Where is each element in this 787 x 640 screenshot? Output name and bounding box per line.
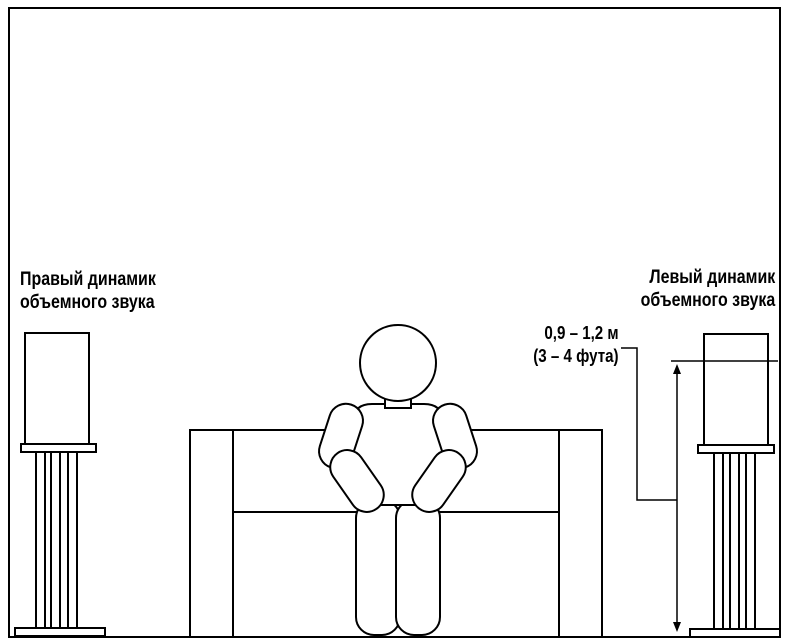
right-speaker-label-line2: объемного звука	[20, 292, 155, 313]
person-forearm-right	[411, 449, 467, 513]
left-speaker-stand-post-left	[713, 452, 724, 630]
left-speaker-label-line1: Левый динамик	[649, 267, 775, 288]
dimension-leader-line	[621, 347, 677, 501]
right-surround-speaker-label: Правый динамик объемного звука	[20, 268, 156, 314]
left-speaker-cabinet	[703, 333, 769, 446]
right-speaker-stand-top	[20, 443, 97, 453]
speaker-height-metric: 0,9 – 1,2 м	[544, 323, 619, 343]
left-speaker-label-line2: объемного звука	[640, 290, 775, 311]
right-speaker-label-line1: Правый динамик	[20, 269, 156, 290]
speaker-height-label: 0,9 – 1,2 м (3 – 4 фута)	[534, 322, 619, 368]
height-dimension	[621, 347, 778, 628]
right-speaker-cabinet	[24, 332, 90, 445]
seated-listener	[318, 324, 478, 636]
right-speaker-stand-base	[14, 627, 106, 637]
left-surround-speaker-label: Левый динамик объемного звука	[640, 266, 775, 312]
person-leg-right	[395, 499, 441, 636]
left-speaker-stand-base	[689, 628, 781, 638]
right-speaker-stand-post-left	[35, 451, 46, 629]
left-speaker-stand-post-right	[745, 452, 756, 630]
dimension-arrow-down	[673, 622, 681, 632]
person-leg-left	[355, 499, 401, 636]
left-speaker-stand-top	[697, 444, 775, 454]
dimension-arrow-up	[673, 364, 681, 374]
right-speaker-stand-post-right	[67, 451, 78, 629]
speaker-height-imperial: (3 – 4 фута)	[533, 346, 619, 366]
person-head	[359, 324, 437, 402]
right-speaker-stand-post-center	[50, 451, 61, 629]
right-speaker-assembly	[14, 332, 106, 637]
left-speaker-stand-post-center	[729, 452, 740, 630]
person-forearm-left	[329, 449, 385, 513]
left-speaker-assembly	[689, 333, 781, 638]
